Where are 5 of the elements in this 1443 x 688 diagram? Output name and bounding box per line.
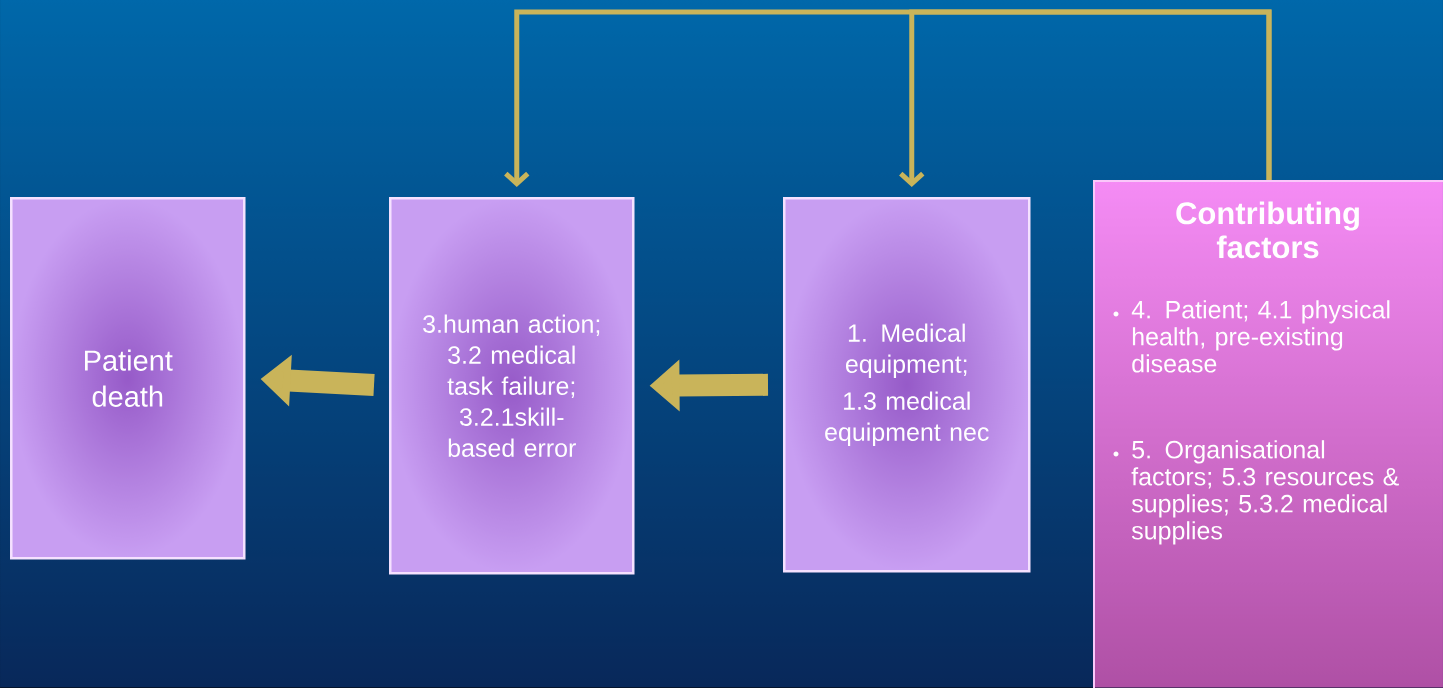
arrow <box>899 9 1272 187</box>
text-box: Contributing factors 4. Patient; 4.1 physical health, pre-existing disease 5. Organisational factors; 5.3 resources & supplies; 5.3.2 medical supplies <box>1093 180 1443 688</box>
text-box: Patient death <box>10 197 246 560</box>
text-box: 1. Medical equipment; 1.3 medical equipment nec <box>783 197 1031 573</box>
text-box: 3.human action; 3.2 medical task failure; 3.2.1skill-based error <box>389 197 635 575</box>
